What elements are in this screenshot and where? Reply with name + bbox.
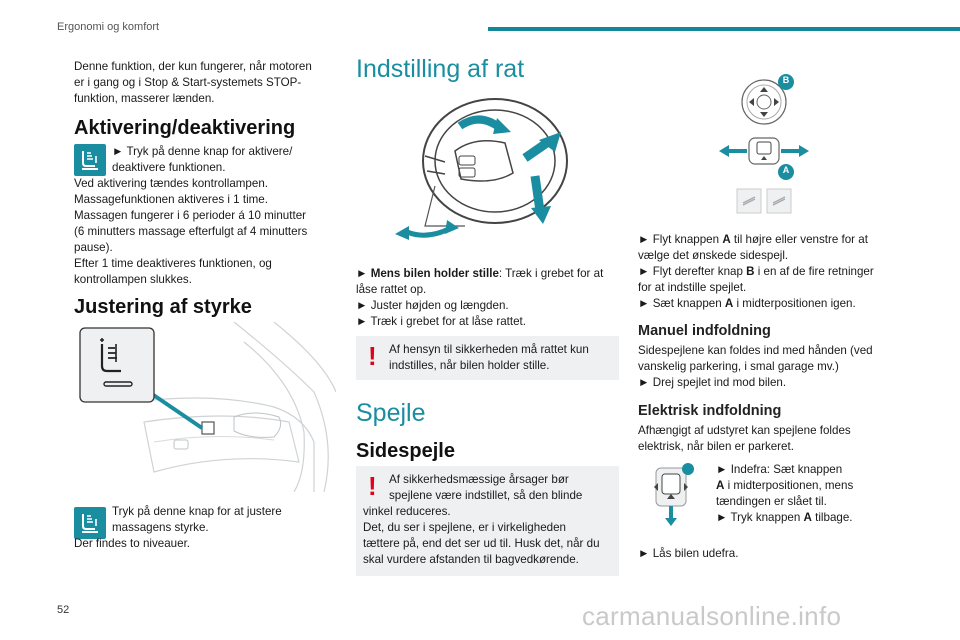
page-number: 52 — [57, 604, 70, 616]
warning-icon: ! — [368, 471, 377, 501]
heading-electric-folding: Elektrisk indfoldning — [638, 403, 782, 419]
label-a: A — [782, 165, 790, 175]
wheel-warning-text: Af hensyn til sikkerheden må rattet kun … — [389, 343, 589, 372]
strength-instruction: Tryk på denne knap for at justere massag… — [112, 505, 282, 534]
mirror-warning-text-b: vinkel reduceres. Det, du ser i spejlene… — [363, 505, 600, 566]
header-accent-bar — [488, 27, 960, 31]
massage-button-icon — [74, 144, 106, 176]
mirror-steps: ► Flyt knappen A til højre eller venstre… — [638, 233, 874, 310]
warning-icon: ! — [368, 341, 377, 371]
lock-car-step: ► Lås bilen udefra. — [638, 547, 739, 560]
mirror-warning-box: ! Af sikkerhedsmæssige årsager bør spejl… — [356, 466, 619, 576]
heading-steering-wheel: Indstilling af rat — [356, 55, 525, 83]
watermark: carmanualsonline.info — [582, 601, 842, 631]
activation-instruction: ► Tryk på denne knap for aktivere/ deakt… — [112, 145, 293, 174]
wheel-steps: ► Mens bilen holder stille: Træk i grebe… — [356, 267, 604, 328]
mirror-warning-text-a: Af sikkerhedsmæssige årsager bør spejlen… — [389, 473, 583, 502]
electric-folding-body: Afhængigt af udstyret kan spejlene folde… — [638, 424, 851, 453]
seat-illustration — [74, 321, 337, 493]
manual-folding-body: Sidespejlene kan foldes ind med hånden (… — [638, 344, 873, 389]
heading-mirrors: Spejle — [356, 399, 426, 427]
heading-side-mirrors: Sidespejle — [356, 440, 455, 462]
electric-folding-steps: ► Indefra: Sæt knappen A i midterpositio… — [716, 463, 854, 524]
running-header: Ergonomi og komfort — [57, 21, 160, 33]
massage-strength-icon — [74, 507, 106, 539]
label-b: B — [782, 75, 790, 85]
fold-button-illustration — [648, 462, 698, 528]
intro-text: Denne funktion, der kun fungerer, når mo… — [74, 60, 312, 105]
heading-strength: Justering af styrke — [74, 296, 252, 318]
activation-body: Ved aktivering tændes kontrollampen. Mas… — [74, 177, 308, 286]
wheel-warning-box: ! Af hensyn til sikkerheden må rattet ku… — [356, 336, 619, 380]
steering-wheel-illustration — [385, 96, 575, 246]
heading-activation: Aktivering/deaktivering — [74, 117, 296, 139]
mirror-control-illustration: B A — [715, 72, 815, 222]
strength-body: Der findes to niveauer. — [74, 537, 191, 550]
heading-manual-folding: Manuel indfoldning — [638, 323, 771, 339]
